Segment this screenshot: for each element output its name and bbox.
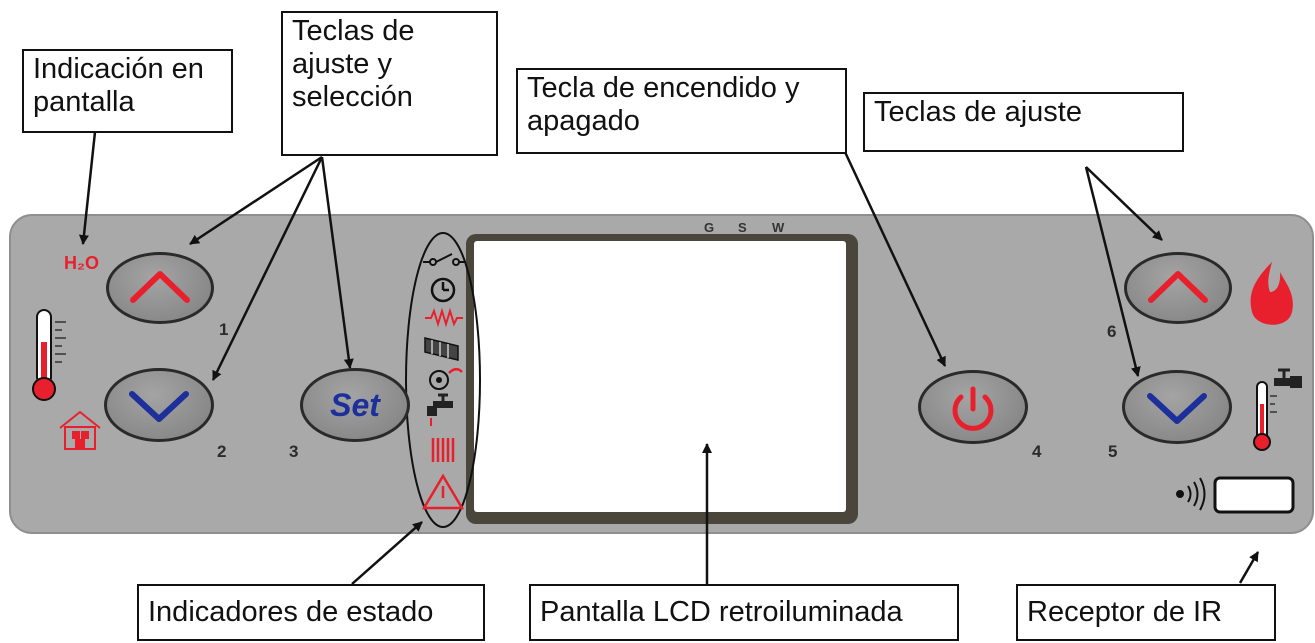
callout-display-indication: Indicación en pantalla bbox=[22, 49, 233, 133]
button-number-3: 3 bbox=[289, 442, 299, 461]
button-number-6: 6 bbox=[1107, 322, 1117, 341]
resistor-icon bbox=[425, 307, 463, 328]
power-icon bbox=[952, 386, 994, 431]
ir-wave-icon bbox=[1176, 477, 1206, 511]
button-number-1: 1 bbox=[219, 320, 229, 339]
button-6-up[interactable] bbox=[1124, 252, 1232, 324]
button-number-2: 2 bbox=[217, 442, 227, 461]
arrow-adjust-to-down-key bbox=[211, 156, 324, 381]
chevron-up-icon bbox=[1148, 271, 1208, 303]
tap-thermometer-icon bbox=[1253, 368, 1302, 451]
lcd-top-letters: G S W bbox=[704, 220, 785, 235]
warning-icon bbox=[421, 473, 465, 510]
set-label: Set bbox=[330, 387, 380, 423]
callout-lcd-screen: Pantalla LCD retroiluminada bbox=[529, 584, 959, 641]
button-5-down[interactable] bbox=[1122, 370, 1232, 444]
callout-adjust-select-keys: Teclas de ajuste y selección bbox=[281, 11, 498, 156]
house-icon bbox=[59, 410, 101, 450]
lcd-screen bbox=[474, 241, 846, 512]
chevron-up-icon bbox=[130, 271, 190, 303]
callout-power-key: Tecla de encendido y apagado bbox=[516, 68, 847, 154]
h2o-icon: H₂O bbox=[64, 253, 99, 273]
lcd-letter-g: G bbox=[704, 220, 714, 235]
clock-icon bbox=[430, 277, 456, 303]
button-1-up[interactable] bbox=[106, 252, 214, 324]
button-4-power[interactable] bbox=[918, 370, 1028, 444]
arrow-status-indicators bbox=[351, 521, 423, 585]
arrow-adjust-to-set-key bbox=[320, 156, 354, 369]
button-2-down[interactable] bbox=[104, 368, 214, 442]
button-3-set[interactable]: Set bbox=[300, 368, 410, 442]
radiator-icon bbox=[431, 438, 455, 462]
button-number-4: 4 bbox=[1032, 442, 1042, 461]
status-indicators-outline bbox=[405, 232, 481, 528]
ir-receiver-window bbox=[1213, 476, 1295, 514]
arrow-display-indication bbox=[78, 131, 97, 245]
button-number-5: 5 bbox=[1108, 442, 1118, 461]
callout-status-indicators: Indicadores de estado bbox=[137, 584, 485, 641]
flame-icon bbox=[1250, 262, 1293, 325]
arrow-adjust-to-right-up bbox=[1085, 166, 1163, 241]
auger-icon bbox=[424, 337, 459, 361]
tap-icon bbox=[427, 393, 453, 426]
fan-icon bbox=[429, 368, 463, 390]
callout-adjust-keys: Teclas de ajuste bbox=[863, 92, 1184, 152]
lcd-letter-w: W bbox=[772, 220, 785, 235]
callout-ir-receiver: Receptor de IR bbox=[1016, 584, 1276, 641]
chevron-down-icon bbox=[1147, 393, 1207, 424]
arrow-ir-receiver bbox=[1238, 551, 1260, 584]
lcd-letter-s: S bbox=[738, 220, 747, 235]
chevron-down-icon bbox=[129, 391, 189, 422]
arrow-adjust-to-right-down bbox=[1084, 166, 1141, 377]
thermometer-icon bbox=[32, 309, 66, 401]
switch-icon bbox=[423, 253, 466, 266]
arrow-adjust-to-up-key bbox=[189, 155, 323, 246]
arrow-power-key bbox=[843, 151, 947, 367]
